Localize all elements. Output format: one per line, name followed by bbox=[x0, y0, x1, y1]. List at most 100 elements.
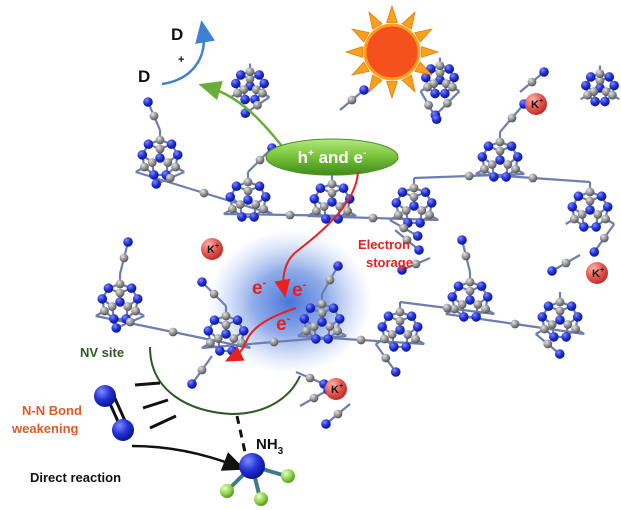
nitrogen-atom bbox=[299, 314, 310, 324]
carbon-atom bbox=[209, 289, 219, 299]
carbon-atom bbox=[461, 251, 471, 261]
carbon-atom bbox=[125, 317, 135, 327]
potassium-ion bbox=[586, 262, 608, 284]
carbon-atom bbox=[448, 82, 457, 92]
carbon-atom bbox=[123, 302, 133, 311]
carbon-atom bbox=[577, 210, 587, 219]
nitrogen-atom bbox=[260, 192, 271, 202]
carbon-atom bbox=[409, 192, 419, 202]
sun-ray bbox=[414, 61, 433, 76]
nitrogen-atom bbox=[506, 141, 517, 152]
carbon-atom bbox=[309, 393, 319, 403]
carbon-atom bbox=[425, 210, 434, 220]
nitrogen-atom bbox=[311, 334, 321, 344]
carbon-atom bbox=[147, 158, 157, 167]
carbon-atom bbox=[325, 322, 335, 331]
nitrogen-atom bbox=[554, 349, 565, 359]
electron-2: e- bbox=[292, 279, 307, 301]
carbon-atom bbox=[601, 214, 610, 224]
nitrogen-atom bbox=[123, 237, 133, 247]
carbon-atom bbox=[511, 164, 520, 174]
nitrogen-atom bbox=[305, 303, 316, 314]
nitrogen-atom bbox=[449, 72, 459, 83]
carbon-atom bbox=[325, 275, 335, 285]
carbon-atom bbox=[168, 327, 178, 337]
carbon-atom bbox=[595, 69, 605, 78]
nh3-hydrogen-3 bbox=[281, 469, 295, 483]
nitrogen-atom bbox=[377, 322, 388, 332]
carbon-atom bbox=[327, 179, 337, 189]
carbon-atom bbox=[333, 326, 342, 336]
carbon-atom bbox=[481, 304, 490, 314]
carbon-atom bbox=[243, 177, 253, 187]
carbon-atom bbox=[165, 173, 175, 183]
carbon-atom bbox=[495, 146, 505, 156]
sun-ray bbox=[344, 46, 363, 58]
electron-1: e- bbox=[252, 277, 267, 299]
carbon-atom bbox=[140, 162, 149, 172]
nitrogen-atom bbox=[232, 315, 243, 326]
sun-ray bbox=[368, 11, 383, 30]
nitrogen-atom bbox=[471, 312, 481, 322]
nitrogen-atom bbox=[547, 266, 557, 276]
nitrogen-atom bbox=[103, 283, 114, 294]
potassium-label: K+ bbox=[531, 98, 543, 111]
nitrogen-atom bbox=[334, 314, 345, 324]
carbon-atom bbox=[473, 300, 483, 309]
electron-to-nv-arrow bbox=[224, 307, 297, 362]
nitrogen-atom bbox=[590, 96, 600, 107]
nitrogen-atom bbox=[501, 172, 511, 182]
carbon-atom bbox=[387, 330, 397, 339]
nh3-nitrogen-atom bbox=[239, 453, 265, 479]
carbon-atom bbox=[199, 188, 209, 198]
carbon-atom bbox=[119, 253, 129, 263]
carbon-atom bbox=[100, 306, 109, 316]
carbon-atom bbox=[547, 320, 557, 329]
nitrogen-atom bbox=[483, 141, 494, 152]
nitrogen-atom bbox=[126, 283, 137, 294]
carbon-atom bbox=[571, 324, 580, 334]
carbon-atom bbox=[333, 409, 343, 419]
carbon-atom bbox=[435, 68, 445, 78]
n2-atom-2 bbox=[112, 419, 134, 441]
nitrogen-atom bbox=[415, 218, 425, 228]
carbon-atom bbox=[115, 288, 125, 298]
bond bbox=[360, 338, 425, 346]
adsorption-line-1 bbox=[134, 381, 161, 387]
nitrogen-atom bbox=[172, 150, 183, 160]
carbon-atom bbox=[356, 335, 366, 345]
carbon-atom bbox=[171, 162, 180, 172]
nh3-hydrogen-1 bbox=[220, 484, 234, 498]
carbon-atom bbox=[399, 223, 409, 233]
sun-ray bbox=[351, 28, 370, 43]
carbon-atom bbox=[302, 326, 311, 336]
nitrogen-atom bbox=[537, 312, 548, 322]
nitrogen-atom bbox=[359, 85, 369, 95]
nitrogen-atom bbox=[317, 317, 327, 327]
electron-storage-line1: Electron bbox=[358, 237, 410, 252]
carbon-atom bbox=[495, 137, 505, 147]
sun-icon bbox=[344, 4, 440, 100]
nitrogen-atom bbox=[453, 281, 464, 292]
adsorption-line-2 bbox=[142, 398, 169, 410]
carbon-atom bbox=[599, 233, 609, 243]
nitrogen-atom bbox=[221, 329, 231, 339]
nitrogen-atom bbox=[338, 183, 349, 194]
nitrogen-atom bbox=[596, 191, 607, 202]
sun-ray bbox=[368, 74, 383, 93]
carbon-atom bbox=[155, 144, 165, 154]
carbon-atom bbox=[258, 88, 267, 98]
nitrogen-atom bbox=[426, 198, 437, 208]
sun-ray bbox=[414, 28, 433, 43]
nitrogen-atom bbox=[412, 231, 423, 241]
carbon-atom bbox=[507, 113, 517, 123]
carbon-atom bbox=[423, 82, 432, 92]
carbon-atom bbox=[245, 74, 255, 84]
carbon-atom bbox=[285, 210, 295, 220]
carbon-atom bbox=[402, 235, 412, 245]
nitrogen-atom bbox=[567, 202, 578, 212]
nitrogen-atom bbox=[543, 301, 554, 312]
nitrogen-atom bbox=[581, 80, 591, 91]
carbon-atom bbox=[245, 67, 255, 76]
